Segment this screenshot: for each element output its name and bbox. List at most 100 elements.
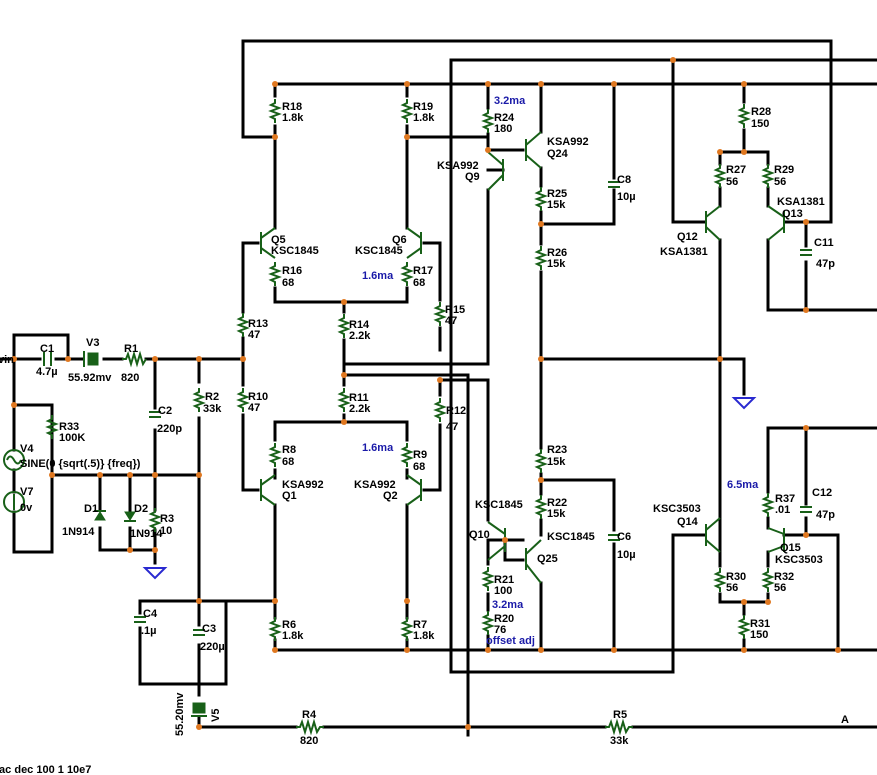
lower-pair-current-note: 1.6ma: [362, 442, 394, 454]
q2-value: KSA992: [354, 479, 396, 491]
q13-value: KSA1381: [777, 196, 825, 208]
r14-value: 2.2k: [349, 330, 371, 342]
v5-value: 55.20mv: [174, 692, 186, 736]
r7-value: 1.8k: [413, 630, 435, 642]
r26-name: R26: [547, 247, 567, 259]
d2-value: 1N914: [130, 528, 163, 540]
q14-name: Q14: [677, 516, 699, 528]
q10-name: Q10: [469, 529, 490, 541]
r23-name: R23: [547, 444, 567, 456]
v4-value: SINE(0 {sqrt(.5)} {freq}): [20, 458, 141, 470]
r31-name: R31: [750, 618, 770, 630]
bottom-current-note: 3.2ma: [492, 599, 524, 611]
capacitors: [43, 181, 812, 636]
r25-value: 15k: [547, 199, 566, 211]
r3-value: 10: [160, 525, 172, 537]
v7-name: V7: [20, 486, 33, 498]
d1-name: D1: [84, 503, 98, 515]
r19-value: 1.8k: [413, 112, 435, 124]
c4-value: .1µ: [141, 625, 157, 637]
r16-value: 68: [282, 277, 294, 289]
vin-label: vin: [0, 354, 14, 366]
q9-value: KSA992: [437, 160, 479, 172]
r32-value: 56: [774, 582, 786, 594]
r11-name: R11: [349, 392, 369, 404]
r1-name: R1: [124, 343, 138, 355]
r8-value: 68: [282, 456, 294, 468]
v5-name: V5: [210, 709, 222, 722]
r5-name: R5: [613, 709, 627, 721]
r20-name: R20: [494, 613, 514, 625]
q25-name: Q25: [537, 553, 558, 565]
r6-value: 1.8k: [282, 630, 304, 642]
r6-name: R6: [282, 619, 296, 631]
q24-name: Q24: [547, 148, 569, 160]
q12-value: KSA1381: [660, 246, 708, 258]
r7-name: R7: [413, 619, 427, 631]
junctions: [11, 57, 841, 730]
c3-value: 220µ: [200, 641, 225, 653]
c6-value: 10µ: [617, 549, 636, 561]
r26-value: 15k: [547, 258, 566, 270]
r1-value: 820: [121, 372, 139, 384]
r25-name: R25: [547, 188, 567, 200]
offset-note: offset adj: [486, 635, 535, 647]
c6-name: C6: [617, 531, 631, 543]
r12-value: 47: [446, 421, 458, 433]
r17-name: R17: [413, 265, 433, 277]
r30-name: R30: [726, 571, 746, 583]
r22-name: R22: [547, 497, 567, 509]
d1-value: 1N914: [62, 526, 95, 538]
c1-value: 4.7µ: [36, 366, 58, 378]
r33-value: 100K: [59, 432, 85, 444]
q24-value: KSA992: [547, 136, 589, 148]
top-current-note: 3.2ma: [494, 95, 526, 107]
r18-value: 1.8k: [282, 112, 304, 124]
r9-value: 68: [413, 461, 425, 473]
r29-name: R29: [774, 164, 794, 176]
transistors: [260, 131, 785, 584]
q14-value: KSC3503: [653, 503, 701, 515]
c2-name: C2: [158, 405, 172, 417]
q15-value: KSC3503: [775, 554, 823, 566]
c8-value: 10µ: [617, 191, 636, 203]
r10-name: R10: [248, 391, 268, 403]
r3-name: R3: [160, 513, 174, 525]
c12-name: C12: [812, 487, 832, 499]
r21-name: R21: [494, 574, 514, 586]
q1-value: KSA992: [282, 479, 324, 491]
r10-value: 47: [248, 402, 260, 414]
r4-value: 820: [300, 735, 318, 747]
r13-value: 47: [248, 329, 260, 341]
r8-name: R8: [282, 444, 296, 456]
annotations: 3.2ma 1.6ma 1.6ma 3.2ma offset adj 6.5ma: [362, 95, 759, 647]
c4-name: C4: [143, 608, 158, 620]
r27-value: 56: [726, 176, 738, 188]
r37-name: R37: [775, 493, 795, 505]
v7-value: 0v: [20, 502, 33, 514]
c11-value: 47p: [816, 258, 835, 270]
component-labels: vin C1 4.7µ V3 55.92mv R1 820 C2 220p R2…: [0, 101, 849, 775]
r20-value: 76: [494, 624, 506, 636]
r14-name: R14: [349, 319, 370, 331]
c1-name: C1: [40, 343, 54, 355]
r9-name: R9: [413, 449, 427, 461]
r31-value: 150: [750, 629, 768, 641]
r17-value: 68: [413, 277, 425, 289]
r27-name: R27: [726, 164, 746, 176]
q1-name: Q1: [282, 490, 297, 502]
q6-name: Q6: [392, 234, 407, 246]
sim-command: .ac dec 100 1 10e7: [0, 764, 91, 775]
v3-value: 55.92mv: [68, 372, 112, 384]
q25-value: KSC1845: [547, 531, 595, 543]
c8-name: C8: [617, 174, 631, 186]
r16-name: R16: [282, 265, 302, 277]
r23-value: 15k: [547, 456, 566, 468]
output-node-label: A: [841, 714, 849, 726]
d2-name: D2: [134, 503, 148, 515]
grounds: [142, 397, 757, 580]
r19-name: R19: [413, 101, 433, 113]
sources-and-diodes: [3, 351, 207, 717]
r2-name: R2: [205, 391, 219, 403]
